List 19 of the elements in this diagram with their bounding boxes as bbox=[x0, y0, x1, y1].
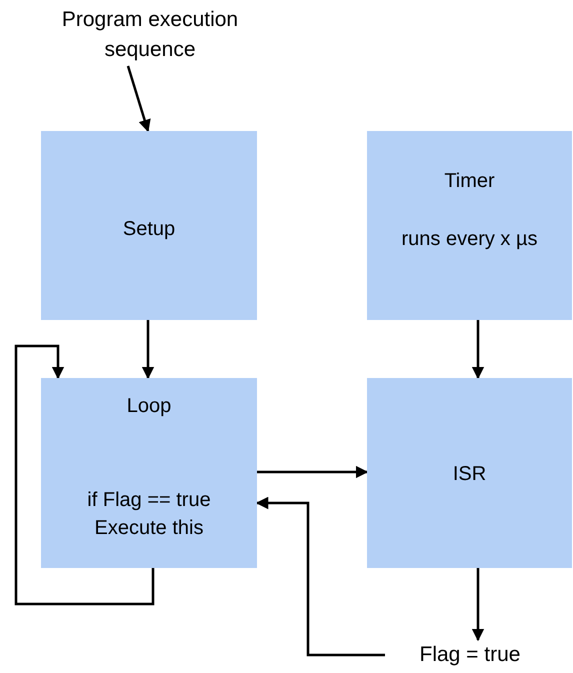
arrow bbox=[472, 568, 484, 642]
process-box bbox=[41, 131, 257, 320]
box-title: Loop bbox=[126, 394, 172, 419]
process-box bbox=[367, 378, 572, 568]
arrow bbox=[126, 66, 151, 132]
arrow bbox=[256, 496, 385, 656]
process-box bbox=[41, 378, 257, 568]
arrow bbox=[472, 320, 484, 380]
box-text: runs every x µs bbox=[400, 227, 538, 252]
arrow bbox=[14, 344, 154, 606]
box-title: Timer bbox=[443, 169, 496, 194]
arrow bbox=[142, 320, 154, 380]
text-label: Program execution sequence bbox=[20, 4, 280, 66]
text-label: Flag = true bbox=[385, 640, 555, 670]
process-box bbox=[367, 131, 572, 320]
arrow bbox=[257, 466, 368, 478]
box-title: ISR bbox=[452, 462, 488, 487]
box-title: Setup bbox=[122, 217, 176, 242]
box-text: if Flag == true Execute this bbox=[86, 488, 212, 541]
